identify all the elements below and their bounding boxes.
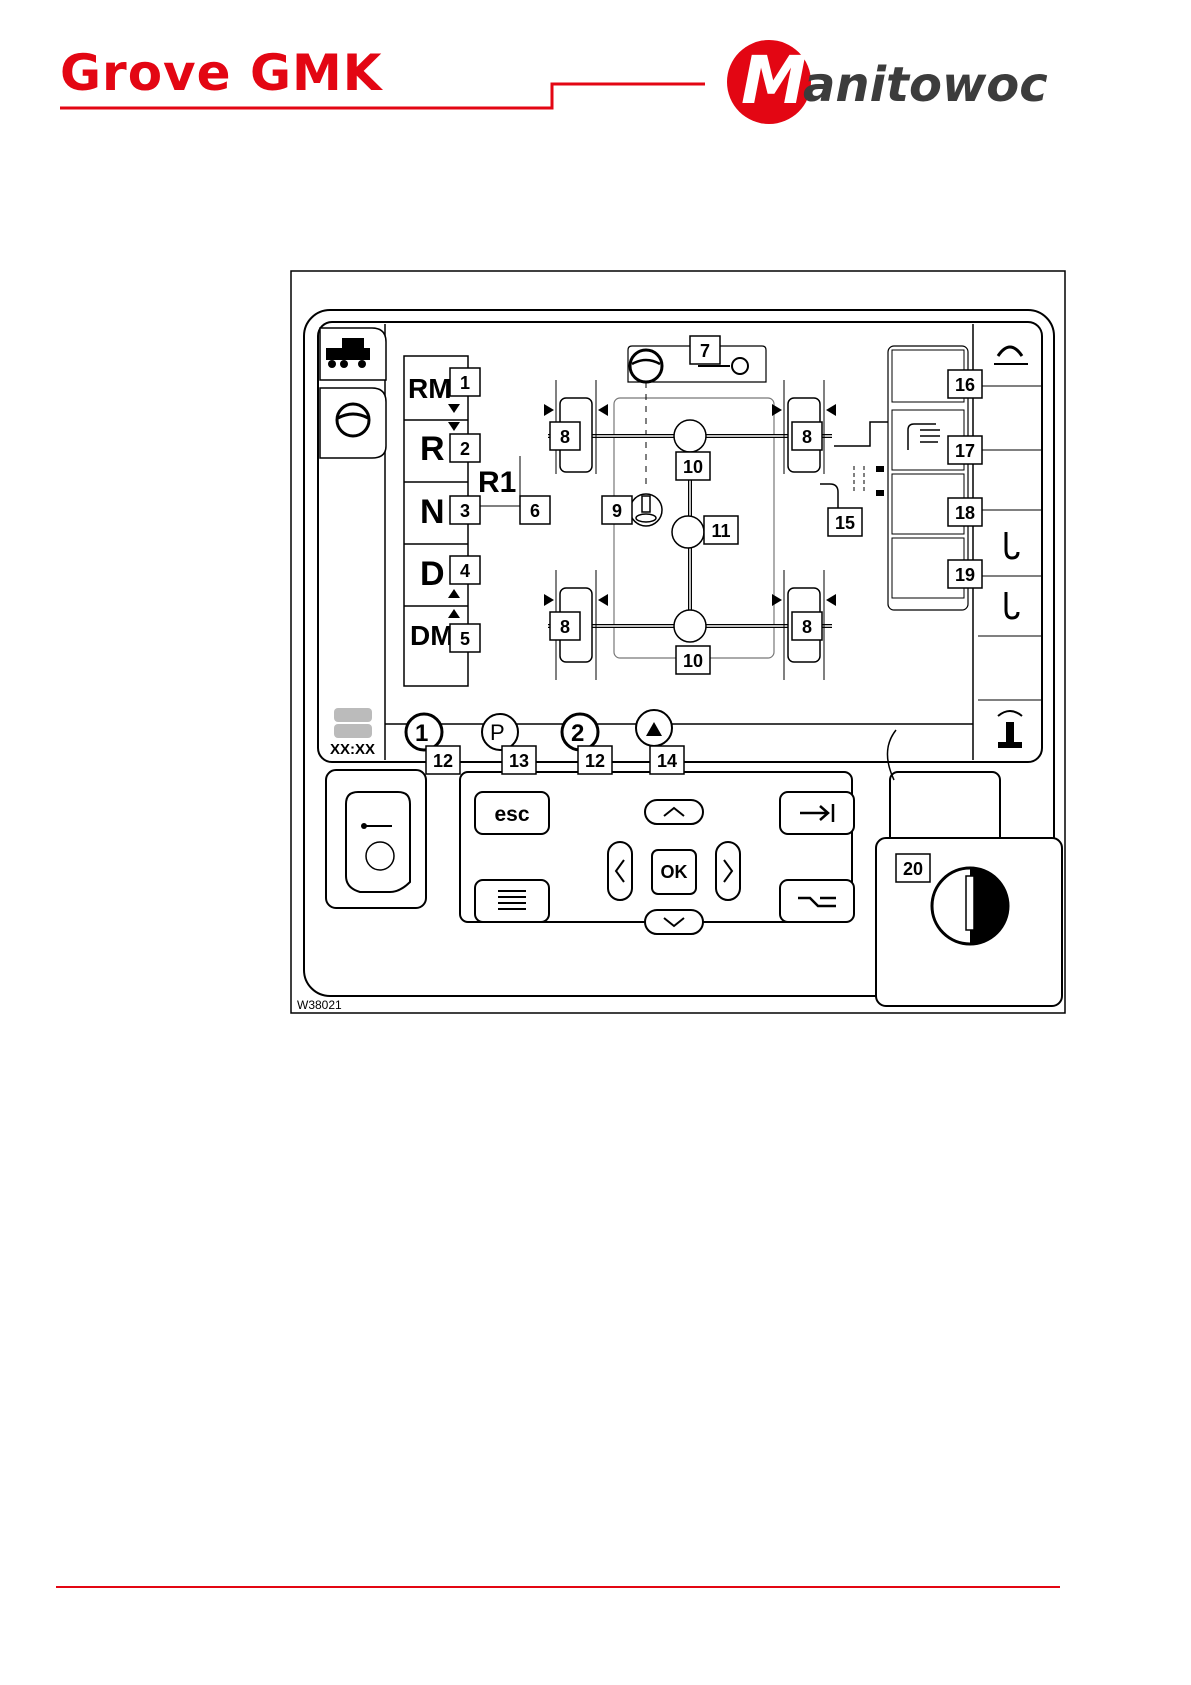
svg-text:16: 16 bbox=[955, 375, 975, 395]
svg-text:18: 18 bbox=[955, 503, 975, 523]
svg-text:1: 1 bbox=[460, 373, 470, 393]
tab-button[interactable] bbox=[780, 792, 854, 834]
time-display: XX:XX bbox=[330, 741, 375, 758]
brake-1-label: 1 bbox=[415, 720, 428, 747]
svg-text:8: 8 bbox=[560, 427, 570, 447]
figure-id: W38021 bbox=[297, 998, 342, 1012]
brake-2-label: 2 bbox=[571, 720, 584, 747]
svg-text:OK: OK bbox=[661, 862, 688, 882]
switch-button[interactable] bbox=[780, 880, 854, 922]
menu-button[interactable] bbox=[475, 880, 549, 922]
parking-brake-label: P bbox=[490, 720, 505, 745]
r1-label: R1 bbox=[478, 466, 516, 499]
svg-text:2: 2 bbox=[460, 439, 470, 459]
remote-control-icon bbox=[932, 868, 1008, 944]
up-button[interactable] bbox=[645, 800, 703, 824]
down-button[interactable] bbox=[645, 910, 703, 934]
footer-divider bbox=[56, 1586, 1060, 1588]
svg-text:3: 3 bbox=[460, 501, 470, 521]
svg-text:17: 17 bbox=[955, 441, 975, 461]
svg-text:6: 6 bbox=[530, 501, 540, 521]
svg-text:10: 10 bbox=[683, 457, 703, 477]
gear-dm: DM bbox=[410, 620, 454, 651]
esc-button[interactable]: esc bbox=[475, 792, 549, 834]
svg-text:10: 10 bbox=[683, 651, 703, 671]
usb-slot[interactable] bbox=[326, 770, 426, 908]
tab-steering[interactable] bbox=[320, 388, 386, 458]
svg-text:12: 12 bbox=[585, 751, 605, 771]
svg-text:4: 4 bbox=[460, 561, 470, 581]
svg-text:20: 20 bbox=[903, 859, 923, 879]
svg-text:14: 14 bbox=[657, 751, 677, 771]
svg-text:7: 7 bbox=[700, 341, 710, 361]
ok-button[interactable]: OK bbox=[652, 850, 696, 894]
control-panel-figure: XX:XX RM R N D DM R1 bbox=[290, 270, 1066, 1014]
svg-text:11: 11 bbox=[711, 521, 730, 541]
gear-d: D bbox=[420, 555, 445, 593]
tab-truck[interactable] bbox=[320, 328, 386, 380]
gear-r: R bbox=[420, 430, 445, 468]
logo-m-letter: M bbox=[741, 42, 807, 119]
svg-text:8: 8 bbox=[802, 427, 812, 447]
svg-text:12: 12 bbox=[433, 751, 453, 771]
gear-rm: RM bbox=[408, 373, 452, 404]
svg-text:19: 19 bbox=[955, 565, 975, 585]
svg-text:esc: esc bbox=[494, 803, 529, 826]
svg-text:8: 8 bbox=[802, 617, 812, 637]
svg-text:8: 8 bbox=[560, 617, 570, 637]
right-button[interactable] bbox=[716, 842, 740, 900]
logo-wordmark: anitowoc bbox=[803, 57, 1048, 113]
svg-text:9: 9 bbox=[612, 501, 622, 521]
svg-text:5: 5 bbox=[460, 629, 470, 649]
left-button[interactable] bbox=[608, 842, 632, 900]
svg-text:15: 15 bbox=[835, 513, 855, 533]
svg-text:13: 13 bbox=[509, 751, 529, 771]
gear-n: N bbox=[420, 493, 445, 531]
